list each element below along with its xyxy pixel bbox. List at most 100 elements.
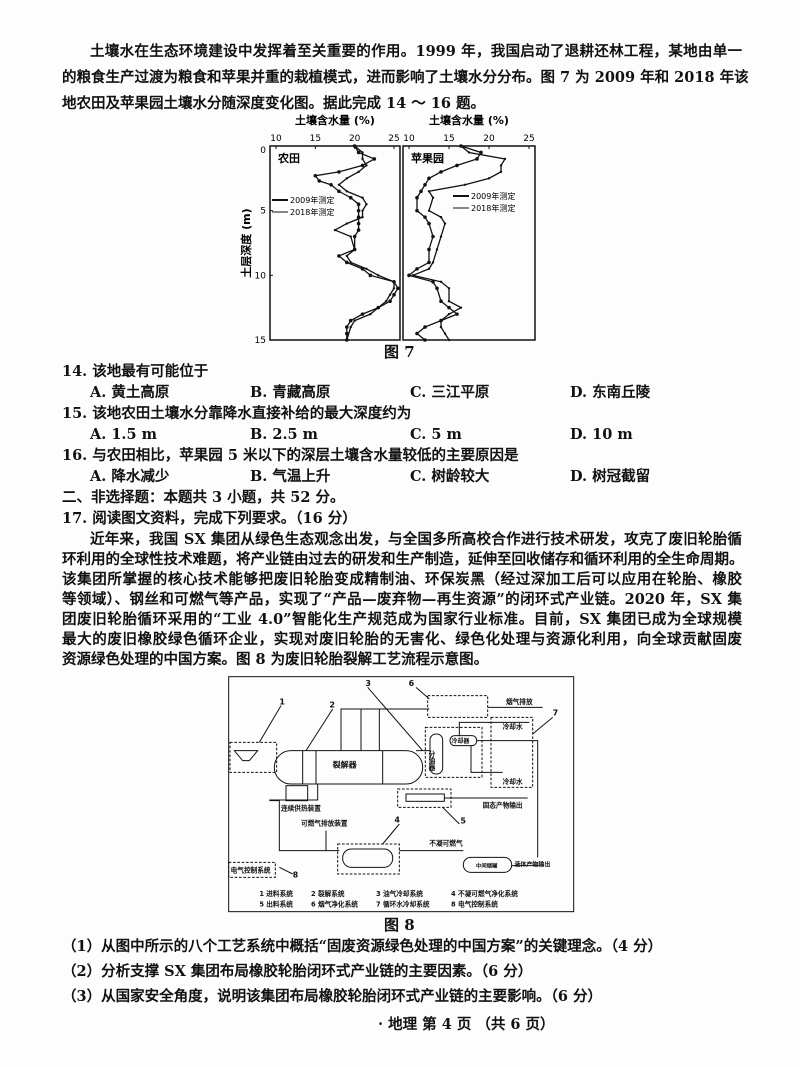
data-point (345, 254, 348, 258)
legend-item: 7 循环水冷却系统 (376, 900, 430, 909)
data-point (427, 260, 431, 265)
cooling-water-top-label: 冷却水 (503, 722, 523, 731)
data-point (353, 319, 356, 322)
sub-question-3: （3）从国家安全角度，说明该集团布局橡胶轮胎闭环式产业链的主要影响。（6 分） (62, 988, 602, 1005)
data-point (352, 234, 357, 239)
data-point (368, 273, 373, 278)
marker-2: 2 (329, 700, 335, 709)
x-tick-label: 15 (443, 134, 454, 144)
data-point (348, 318, 353, 323)
panel-title: 苹果园 (411, 151, 444, 165)
data-point (427, 190, 431, 193)
data-point (447, 300, 451, 303)
marker-8: 8 (293, 870, 299, 879)
noncondensable-gas-label: 不凝可燃气 (429, 839, 463, 848)
data-point (356, 228, 361, 232)
data-point (443, 332, 447, 335)
separator-label: 分油器 (427, 750, 436, 772)
data-point (345, 325, 349, 329)
data-point (345, 338, 348, 342)
y-axis-title: 土层深度 (m) (239, 208, 253, 277)
data-point (435, 248, 439, 251)
legend-item: 1 进料系统 (259, 889, 293, 898)
x-axis-title: 土壤含水量 (%) (295, 113, 375, 127)
material-line: 环利用的全球性技术难题，将产业链由过去的研发和生产制造，延伸至回收储存和循环利用… (62, 551, 744, 568)
data-point (439, 299, 443, 304)
data-point (392, 292, 396, 297)
data-point (372, 157, 377, 161)
data-point (356, 202, 361, 206)
section-2-heading: 二、非选择题：本题共 3 小题，共 52 分。 (62, 489, 345, 506)
data-point (392, 280, 396, 283)
data-point (345, 190, 348, 193)
option: D. 10 m (570, 426, 633, 443)
option: D. 树冠截留 (570, 468, 651, 485)
question-16: 16. 与农田相比，苹果园 5 米以下的深层土壤含水量较低的主要原因是 (62, 447, 519, 464)
data-point (345, 222, 348, 225)
series-line-2018年测定 (333, 145, 395, 341)
data-point (455, 163, 459, 168)
figure-7-caption: 图 7 (384, 343, 415, 361)
data-point (356, 208, 361, 213)
legend-label: 2018年测定 (471, 203, 515, 213)
intro-line: 的粮食生产过渡为粮食和苹果并重的栽植模式，进而影响了土壤水分分布。图 7 为 2… (62, 69, 749, 86)
data-point (499, 164, 503, 167)
material-line: 该集团所掌握的核心技术能够把废旧轮胎变成精制油、环保炭黑（经过深加工后可以应用在… (62, 571, 742, 588)
data-point (377, 306, 380, 309)
data-point (333, 228, 337, 232)
data-point (459, 306, 463, 309)
data-point (431, 234, 435, 239)
data-point (337, 170, 341, 174)
data-point (439, 325, 443, 329)
series-line-2009年测定 (407, 145, 482, 341)
option: C. 5 m (410, 426, 462, 443)
data-point (447, 305, 451, 310)
data-point (447, 338, 451, 342)
data-point (353, 144, 356, 148)
legend-label: 2018年测定 (290, 207, 334, 217)
y-tick-label: 15 (255, 336, 266, 345)
data-point (349, 235, 352, 238)
data-point (361, 157, 364, 161)
y-tick-label: 5 (260, 207, 266, 217)
cooling-water-bottom-label: 冷却水 (503, 777, 523, 786)
sub-question-2: （2）分析支撑 SX 集团布局橡胶轮胎闭环式产业链的主要因素。（6 分） (62, 963, 533, 980)
figure-8-caption: 图 8 (384, 916, 415, 934)
data-point (419, 189, 423, 194)
solid-output-label: 固态产物输出 (483, 800, 523, 809)
x-tick-label: 25 (388, 134, 399, 144)
data-point (392, 287, 396, 290)
data-point (423, 183, 427, 187)
page-footer: · 地理 第 4 页 （共 6 页） (378, 1016, 555, 1033)
legend-label: 2009年测定 (471, 191, 515, 201)
series-line-2018年测定 (410, 145, 507, 341)
data-point (415, 331, 419, 336)
question-17: 17. 阅读图文资料，完成下列要求。（16 分） (62, 510, 357, 527)
legend-item: 6 烟气净化系统 (311, 900, 358, 909)
material-line: 近年来，我国 SX 集团从绿色生态观念出发，与全国多所高校合作进行技术研发，攻克… (90, 531, 742, 548)
data-point (356, 150, 361, 155)
tank-label: 中间储罐 (476, 861, 498, 869)
option: C. 树龄较大 (410, 468, 490, 485)
electric-control-label: 电气控制系统 (231, 865, 271, 874)
data-point (317, 179, 322, 183)
intro-line: 土壤水在生态环境建设中发挥着至关重要的作用。1999 年，我国启动了退耕还林工程… (90, 43, 742, 60)
data-point (439, 235, 443, 238)
x-tick-label: 10 (270, 134, 282, 144)
data-point (447, 287, 451, 290)
data-point (467, 151, 471, 154)
data-point (415, 267, 419, 271)
data-point (365, 267, 368, 271)
x-tick-label: 20 (483, 134, 495, 144)
data-point (377, 274, 380, 277)
data-point (349, 325, 352, 329)
data-point (396, 286, 400, 291)
intro-line: 地农田及苹果园土壤水分随深度变化图。据此完成 14 ～ 16 题。 (62, 95, 486, 112)
marker-5: 5 (460, 816, 466, 825)
data-point (431, 280, 435, 284)
legend-item: 5 出料系统 (259, 900, 293, 909)
panel-title: 农田 (277, 151, 300, 165)
